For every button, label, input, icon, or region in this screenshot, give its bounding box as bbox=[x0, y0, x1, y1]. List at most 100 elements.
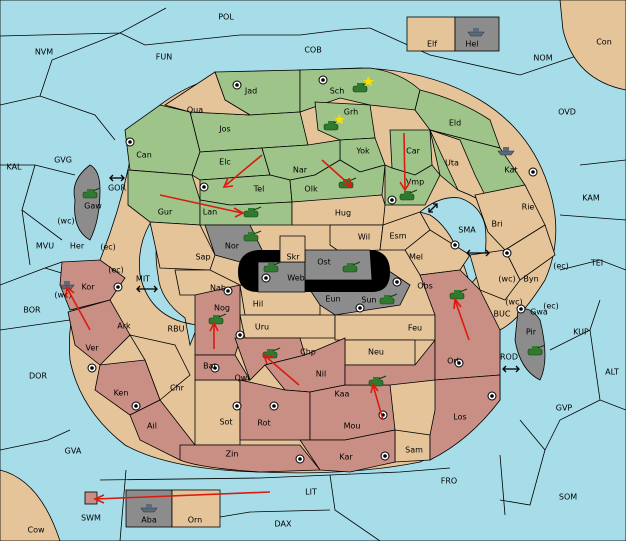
territory-label: Qua bbox=[187, 106, 203, 115]
army-unit-icon bbox=[527, 344, 546, 356]
move-arrow bbox=[222, 154, 263, 188]
supply-center-icon bbox=[295, 454, 305, 464]
supply-center-icon bbox=[210, 363, 220, 373]
territory-label: Sch bbox=[330, 87, 345, 96]
supply-center-icon bbox=[450, 240, 460, 250]
territory-label: Kaa bbox=[335, 390, 350, 399]
fleet-unit-icon bbox=[497, 147, 515, 156]
coast-label: (ec) bbox=[108, 266, 124, 275]
supply-center-icon bbox=[380, 451, 390, 461]
sea-label: KAM bbox=[582, 194, 600, 203]
territory-label: Her bbox=[70, 242, 85, 251]
territory-label: Neu bbox=[368, 348, 384, 357]
territory-label: Ken bbox=[114, 389, 129, 398]
territory-label: Kor bbox=[81, 283, 95, 292]
land-elf bbox=[406, 16, 456, 52]
supply-center-icon bbox=[269, 401, 279, 411]
move-arrow bbox=[453, 296, 470, 341]
territory-label: Pir bbox=[526, 328, 537, 337]
territory-label: Sam bbox=[405, 446, 423, 455]
territory-label: Gur bbox=[158, 208, 173, 217]
coast-label: (wc) bbox=[57, 217, 74, 226]
territory-label: Rie bbox=[522, 203, 535, 212]
sea-label: KAL bbox=[6, 163, 22, 172]
sea-label: GVA bbox=[65, 447, 82, 456]
territory-label: Esm bbox=[389, 232, 406, 241]
territory-label: Skr bbox=[287, 253, 301, 262]
sea-label: GVG bbox=[54, 156, 72, 165]
territory-label: Jad bbox=[244, 87, 257, 96]
territory-label: Yok bbox=[355, 147, 370, 156]
sea-label: KUP bbox=[573, 328, 589, 337]
sea-label: GVP bbox=[556, 404, 573, 413]
army-unit-icon bbox=[243, 206, 262, 218]
supply-center-icon bbox=[355, 303, 365, 313]
move-arrow bbox=[262, 353, 300, 386]
supply-center-icon bbox=[113, 282, 123, 292]
sea-label: MIT bbox=[136, 275, 150, 284]
land-swm bbox=[84, 491, 98, 505]
territory-label: Tel bbox=[253, 185, 265, 194]
sea-label: SMA bbox=[458, 226, 476, 235]
supply-center-icon bbox=[516, 304, 526, 314]
sea-label: SOM bbox=[559, 493, 577, 502]
territory-label: Elf bbox=[427, 40, 437, 49]
territory-label: Web bbox=[287, 274, 304, 283]
territory-label: Ver bbox=[85, 344, 99, 353]
territory-label: Zin bbox=[226, 450, 239, 459]
order-arrows bbox=[65, 132, 470, 504]
supply-center-icon bbox=[235, 330, 245, 340]
territory-label: Nor bbox=[225, 242, 240, 251]
territory-label: Olk bbox=[304, 185, 318, 194]
land-labels: Jad Sch Qua Jos Grh Eld Can Yok Car Uta … bbox=[70, 40, 548, 525]
army-unit-icon bbox=[323, 114, 345, 131]
coast-label: (ec) bbox=[553, 262, 569, 271]
coast-labels: (wc) (ec) (ec) (wc) (wc) (ec) (wc) (ec) bbox=[54, 217, 568, 311]
territory-label: Eld bbox=[449, 119, 461, 128]
territory-label: Byn bbox=[523, 275, 538, 284]
move-arrow bbox=[399, 132, 411, 192]
territory-label: Sap bbox=[195, 253, 210, 262]
territory-label: Ost bbox=[317, 258, 331, 267]
coast-label: (ec) bbox=[543, 302, 559, 311]
territory-label: Los bbox=[453, 413, 466, 422]
supply-centers bbox=[87, 75, 538, 464]
territory-label: Can bbox=[136, 151, 152, 160]
sea-label: COB bbox=[304, 46, 321, 55]
territory-label: Mou bbox=[344, 422, 361, 431]
neutral-territories bbox=[69, 71, 556, 463]
supply-center-icon bbox=[528, 167, 538, 177]
sea-label: OVD bbox=[558, 108, 576, 117]
sea-label: RBU bbox=[168, 325, 185, 334]
territory-label: Eun bbox=[325, 295, 340, 304]
supply-center-icon bbox=[87, 363, 97, 373]
sea-label: NVM bbox=[35, 48, 53, 57]
army-unit-icon bbox=[82, 187, 101, 199]
sea-label: GOR bbox=[108, 184, 126, 193]
territory-label: Rot bbox=[257, 419, 270, 428]
supply-center-icon bbox=[502, 248, 512, 258]
supply-center-icon bbox=[261, 273, 271, 283]
supply-center-icon bbox=[199, 182, 209, 192]
supply-center-icon bbox=[387, 195, 397, 205]
supply-center-icon bbox=[232, 80, 242, 90]
sea-label: LIT bbox=[305, 488, 317, 497]
move-arrow bbox=[321, 159, 354, 189]
fleet-unit-icon bbox=[467, 28, 485, 37]
territory-label: Obs bbox=[417, 282, 433, 291]
supply-center-icon bbox=[131, 401, 141, 411]
territory-label: Car bbox=[406, 147, 420, 156]
territory-label: Ail bbox=[147, 422, 157, 431]
double-arrow-icon bbox=[466, 249, 490, 257]
territory-label: Wil bbox=[358, 233, 370, 242]
strait-connectors bbox=[109, 174, 520, 373]
supply-center-icon bbox=[454, 358, 464, 368]
territory-label: Grh bbox=[344, 108, 358, 117]
units bbox=[59, 28, 546, 513]
territory-label: Aba bbox=[141, 516, 157, 525]
coast-label: (wc) bbox=[498, 275, 515, 284]
sea-label: DOR bbox=[29, 372, 47, 381]
supply-center-icon bbox=[232, 401, 242, 411]
territory-label: Vmp bbox=[406, 178, 424, 187]
